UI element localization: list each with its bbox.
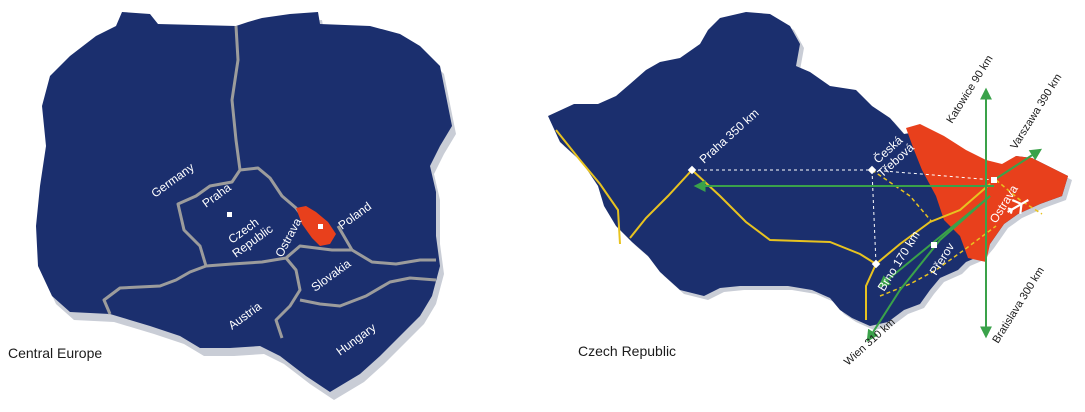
border-slovakia-hungary (299, 276, 437, 308)
prerov-dot (931, 242, 937, 248)
route-to-varszawa (993, 148, 1043, 181)
road-west (555, 129, 621, 245)
label-varszawa: Varszawa 390 km (1008, 72, 1064, 152)
road-dash-ceska-prerov (871, 169, 933, 223)
border-poland-slovakia (336, 225, 436, 266)
route-to-brno (878, 195, 991, 288)
road-praha-brno (691, 169, 877, 265)
rail-ceska-brno (871, 169, 877, 265)
border-czech-slovakia (205, 244, 352, 268)
brno-dot (871, 259, 881, 269)
central-europe-map: Germany Poland Praha Czech Republic Ostr… (8, 12, 456, 400)
road-dash-brno-prerov (879, 225, 997, 297)
road-dash-ostrava-ne (995, 179, 1043, 215)
label-katowice: Katowice 90 km (944, 53, 995, 125)
czech-republic-map: Praha 350 km Česká Třebová Brno 170 km P… (548, 12, 1072, 368)
ostrava-dot-cz (991, 177, 997, 183)
ostrava-region (296, 206, 336, 246)
central-europe-landmass (36, 12, 452, 392)
road-brno-south (865, 263, 877, 320)
caption-czech-republic: Czech Republic (578, 343, 676, 359)
ostrava-dot-ce (318, 224, 323, 229)
label-bratislava: Bratislava 300 km (990, 265, 1047, 346)
praha-dot-ce (227, 212, 232, 217)
czech-landmass (548, 12, 1068, 326)
border-austria-germany (102, 264, 207, 315)
road-praha-southwest (629, 169, 693, 239)
border-germany-czech (176, 25, 242, 267)
border-austria-slovakia (274, 257, 302, 339)
airplane-icon (1007, 199, 1029, 215)
caption-central-europe: Central Europe (8, 345, 102, 361)
route-to-wien (866, 195, 991, 343)
road-brno-ostrava (875, 183, 991, 265)
